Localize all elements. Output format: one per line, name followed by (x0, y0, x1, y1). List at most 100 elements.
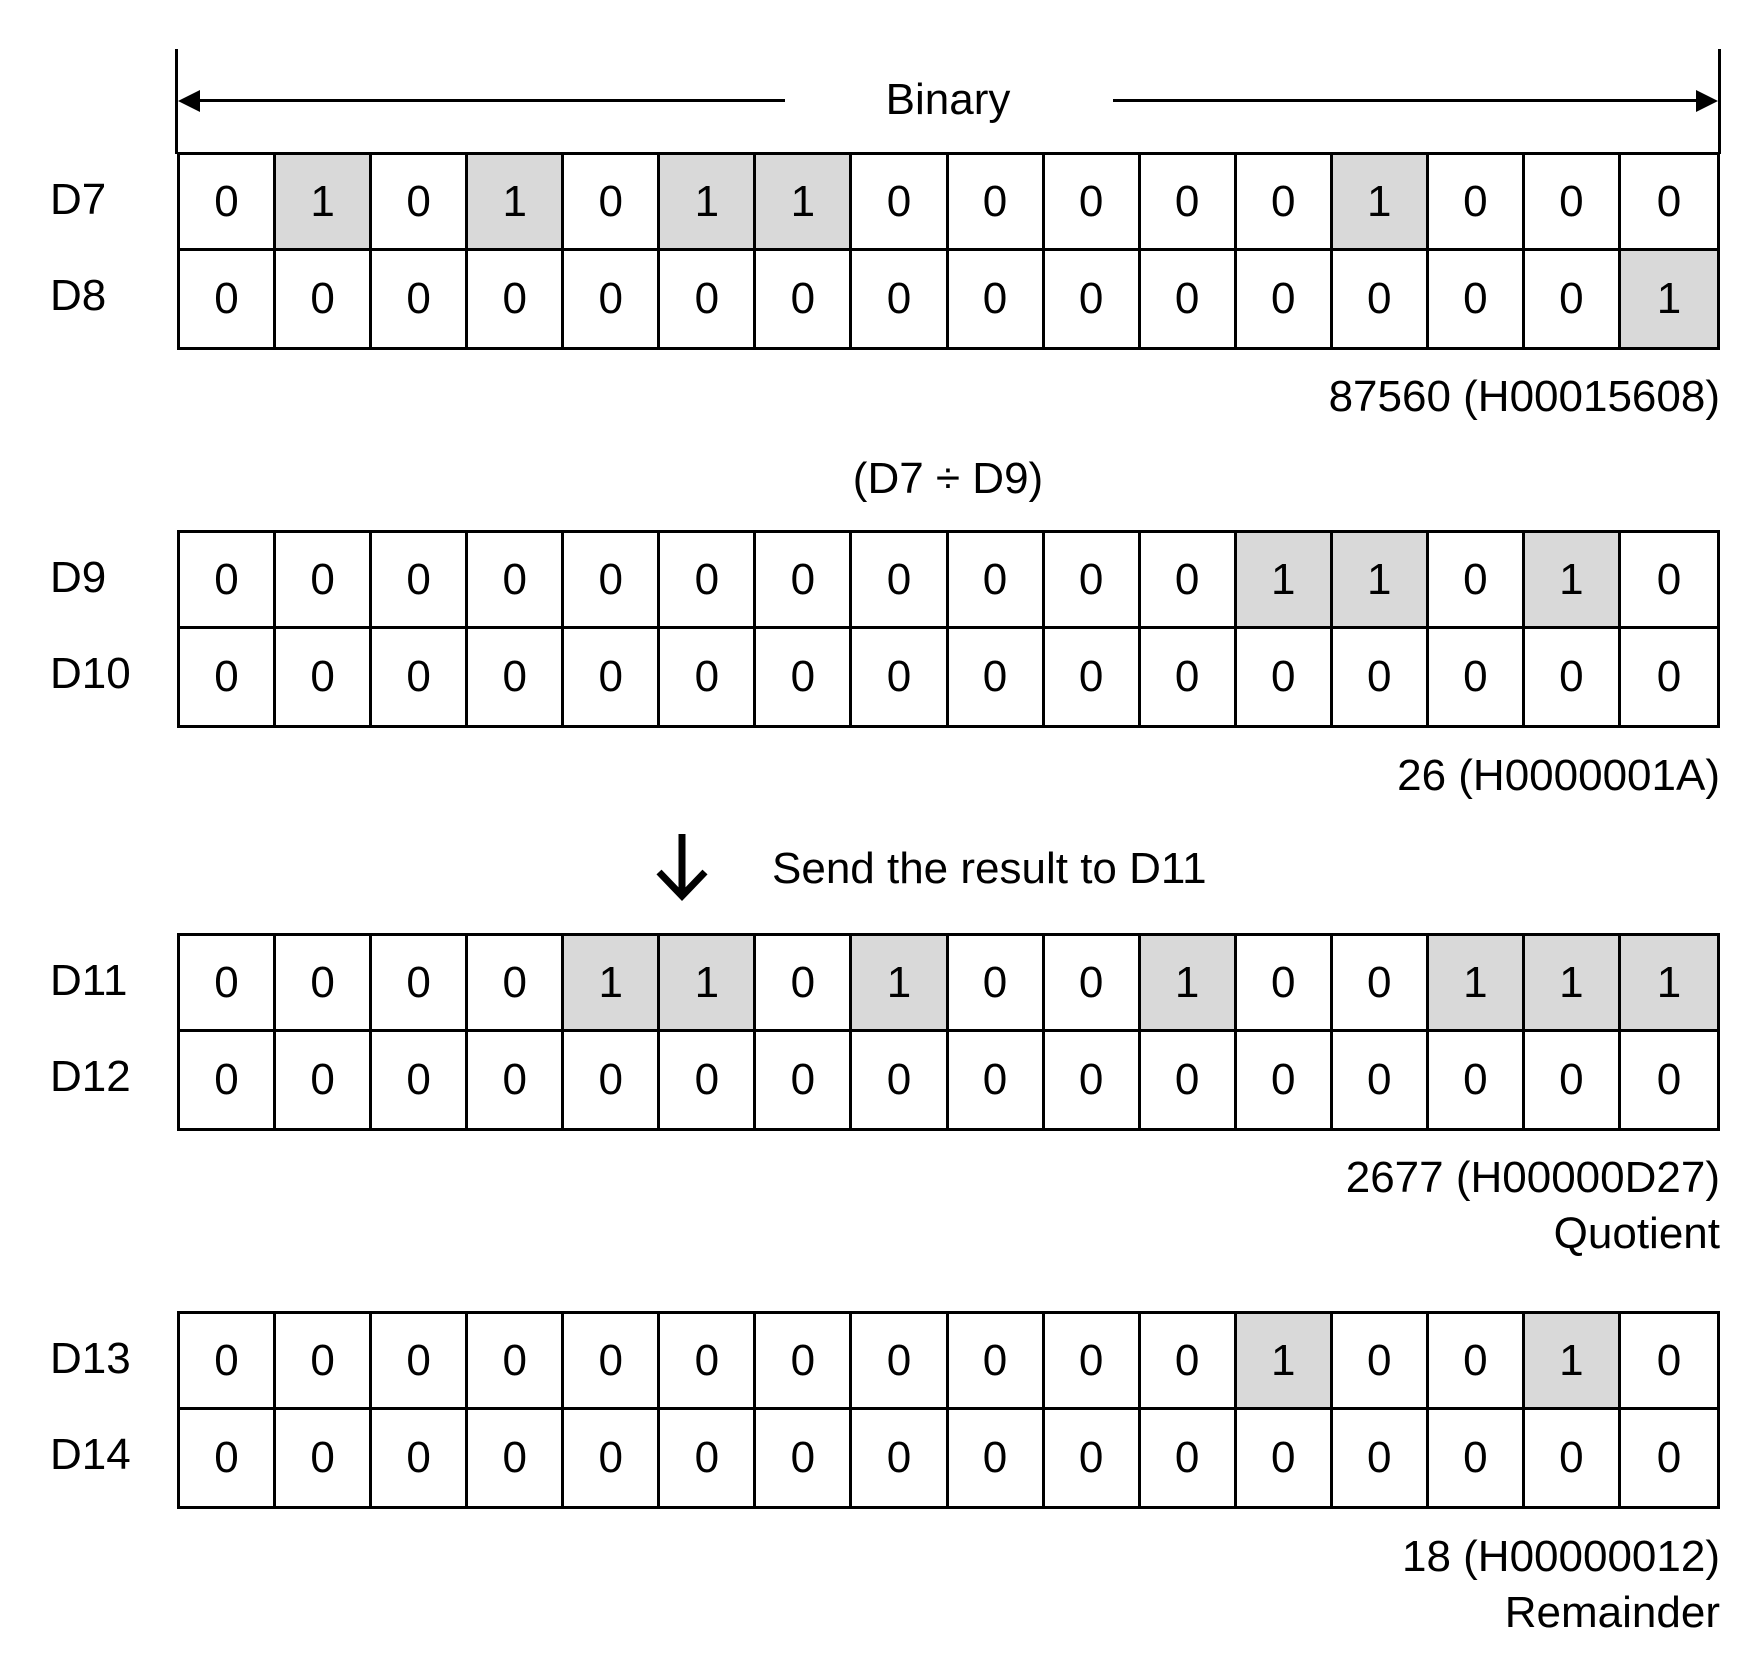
bit-cell: 0 (1045, 1032, 1141, 1128)
binary-left-bound (175, 49, 178, 154)
bit-cell: 0 (756, 533, 853, 629)
bit-cell: 0 (564, 1314, 661, 1410)
bit-cell: 1 (1236, 1314, 1333, 1410)
bit-cell: 0 (1141, 251, 1237, 347)
bit-cell: 0 (660, 1032, 757, 1128)
bit-cell: 0 (756, 1410, 853, 1506)
bit-cell: 0 (180, 936, 277, 1032)
arrow-down-icon (656, 834, 708, 902)
binary-label: Binary (885, 75, 1011, 124)
send-result-label: Send the result to D11 (772, 844, 1207, 893)
register-label-d13: D13 (50, 1334, 131, 1383)
bit-cell: 1 (1332, 155, 1429, 251)
bit-cell: 0 (1044, 155, 1141, 251)
bit-cell: 0 (1656, 1055, 1682, 1104)
bit-cell: 0 (180, 1314, 277, 1410)
bit-cell: 1 (1236, 533, 1333, 629)
register-label-d12: D12 (50, 1052, 131, 1101)
bit-cell: 0 (468, 936, 565, 1032)
bit-cell: 0 (468, 1314, 565, 1410)
binary-right-bound (1718, 49, 1721, 154)
bit-cell: 0 (1045, 629, 1141, 725)
bit-cell: 0 (372, 533, 469, 629)
bit-cell: 0 (276, 1314, 373, 1410)
bit-cell: 0 (1333, 629, 1429, 725)
bit-cell: 0 (372, 155, 469, 251)
binary-arrow-left-line (185, 99, 785, 102)
bit-cell: 0 (1237, 1032, 1333, 1128)
operation-label: (D7 ÷ D9) (852, 454, 1044, 503)
bit-cell: 1 (852, 936, 949, 1032)
bit-cell: 0 (1656, 1433, 1682, 1482)
bit-cell: 0 (1237, 251, 1333, 347)
bit-cell: 0 (660, 533, 757, 629)
bit-cell: 1 (660, 155, 757, 251)
bit-cell: 0 (852, 1032, 949, 1128)
bit-cell: 0 (948, 533, 1045, 629)
bit-cell: 1 (1332, 533, 1429, 629)
bit-cell: 0 (564, 155, 661, 251)
bit-cell: 0 (660, 1410, 757, 1506)
bit-cell: 0 (1620, 155, 1717, 251)
bit-cell: 0 (372, 1032, 469, 1128)
bit-cell: 0 (1656, 652, 1682, 701)
bit-cell: 0 (852, 533, 949, 629)
remainder-value: 18 (H00000012) (1401, 1532, 1720, 1581)
remainder-label: Remainder (1504, 1588, 1720, 1637)
bit-cell: 0 (1044, 533, 1141, 629)
bit-cell: 0 (564, 251, 661, 347)
bit-cell: 1 (660, 936, 757, 1032)
register-label-d10: D10 (50, 649, 131, 698)
bit-cell: 0 (1525, 1032, 1621, 1128)
bit-cell: 0 (1044, 936, 1141, 1032)
bit-cell: 0 (1428, 155, 1525, 251)
bit-cell: 0 (180, 1032, 277, 1128)
bit-cell: 0 (1140, 1314, 1237, 1410)
bit-cell: 0 (756, 936, 853, 1032)
bit-cell: 0 (1045, 251, 1141, 347)
bit-cell: 0 (1525, 251, 1621, 347)
register-label-d11: D11 (50, 956, 128, 1005)
bit-cell: 0 (756, 629, 853, 725)
bit-cell: 0 (564, 1032, 661, 1128)
bit-cell: 0 (948, 936, 1045, 1032)
bit-cell: 0 (1045, 1410, 1141, 1506)
bit-cell: 1 (468, 155, 565, 251)
bit-cell: 0 (372, 936, 469, 1032)
bit-cell: 0 (756, 251, 853, 347)
bit-cell: 0 (1044, 1314, 1141, 1410)
bit-cell: 0 (372, 1410, 469, 1506)
bit-cell: 0 (1332, 936, 1429, 1032)
bit-cell: 1 (1140, 936, 1237, 1032)
bit-cell: 0 (372, 1314, 469, 1410)
bit-cell: 0 (1333, 1032, 1429, 1128)
bit-cell: 0 (276, 251, 373, 347)
bit-cell: 1 (564, 936, 661, 1032)
quotient-label: Quotient (1553, 1209, 1720, 1258)
bit-cell: 0 (852, 251, 949, 347)
binary-arrow-right-line (1113, 99, 1710, 102)
bit-cell: 0 (468, 251, 565, 347)
bit-cell: 0 (949, 1032, 1045, 1128)
bit-cell: 0 (852, 629, 949, 725)
register-label-d9: D9 (50, 553, 107, 602)
register-label-d8: D8 (50, 271, 107, 320)
bit-cell: 0 (180, 533, 277, 629)
bit-cell: 0 (1620, 1314, 1717, 1410)
bit-cell: 0 (564, 1410, 661, 1506)
bit-cell: 0 (1620, 533, 1717, 629)
bit-cell: 0 (1236, 155, 1333, 251)
bit-cell: 0 (1525, 629, 1621, 725)
bit-cell: 0 (1333, 251, 1429, 347)
bit-cell: 0 (1429, 1032, 1525, 1128)
bit-cell: 0 (372, 251, 469, 347)
bit-cell: 0 (276, 629, 373, 725)
bit-cell: 1 (1620, 936, 1717, 1032)
bit-cell: 0 (180, 251, 277, 347)
bit-cell: 0 (756, 1032, 853, 1128)
